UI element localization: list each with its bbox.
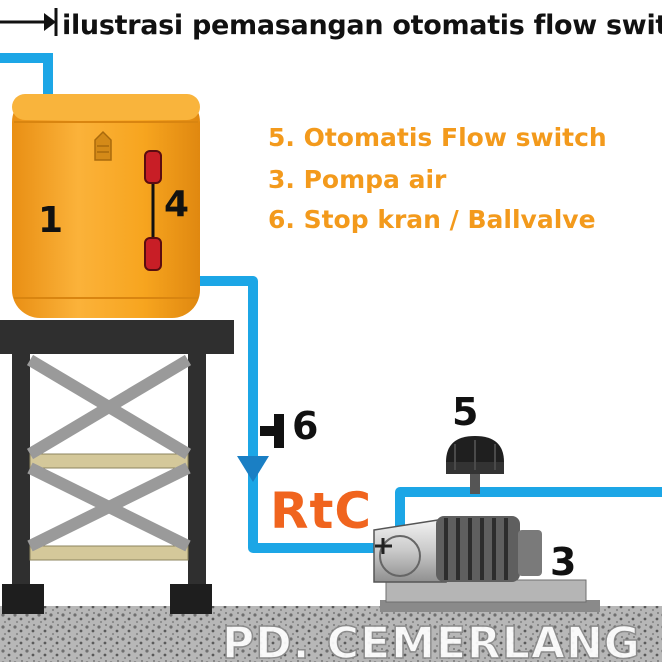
watermark-text: PD. CEMERLANG xyxy=(221,617,641,669)
label-pump: 3 xyxy=(550,540,577,584)
legend-item-valve: 6. Stop kran / Ballvalve xyxy=(268,205,596,234)
discharge-pipe xyxy=(395,487,662,530)
label-valve: 6 xyxy=(292,404,319,448)
stop-valve-icon xyxy=(260,414,284,448)
label-flow-switch: 5 xyxy=(452,390,479,434)
brand-logo: RtC xyxy=(270,482,373,540)
legend-item-flow-switch: 5. Otomatis Flow switch xyxy=(268,123,607,152)
ground-gravel xyxy=(0,606,662,662)
flow-switch-icon xyxy=(446,436,504,494)
tank-emblem-icon xyxy=(94,130,112,161)
level-sensor xyxy=(144,150,162,271)
label-tank: 1 xyxy=(38,200,64,241)
tank-stand xyxy=(0,320,234,614)
outlet-pipe xyxy=(200,276,380,553)
legend-item-pump: 3. Pompa air xyxy=(268,165,447,194)
label-sensor: 4 xyxy=(164,184,190,225)
water-pump xyxy=(373,516,600,612)
motor-fins xyxy=(444,518,508,580)
inlet-pipe xyxy=(0,8,58,110)
flow-arrow-icon xyxy=(237,456,269,482)
diagram-title: ilustrasi pemasangan otomatis flow switc xyxy=(62,10,662,41)
